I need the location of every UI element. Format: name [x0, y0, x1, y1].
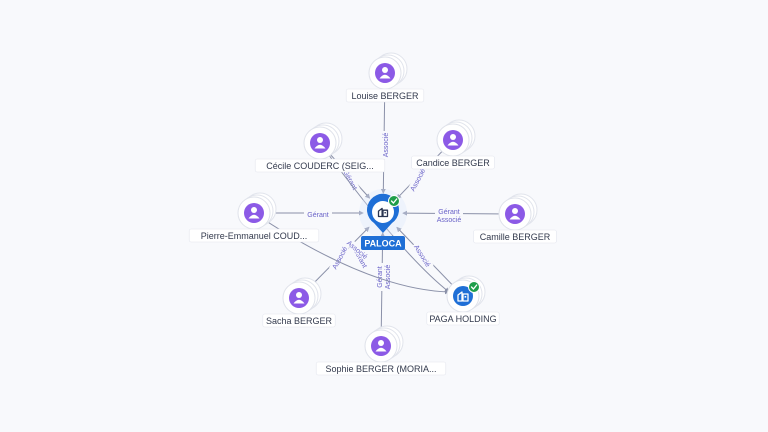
center-label: PALOCA — [364, 239, 402, 249]
nodes-layer: Louise BERGER Cécile COUDERC (SEIG... Cand… — [188, 52, 557, 376]
edge-label: Gérant — [438, 209, 459, 216]
node-label-bg — [254, 158, 386, 173]
person-icon — [375, 63, 395, 83]
building-icon — [377, 207, 389, 218]
edge-label-bg — [329, 243, 350, 272]
verified-check-icon — [468, 281, 480, 293]
edge-label: Associé — [385, 265, 392, 290]
edge-label: Gérant — [377, 266, 384, 287]
person-icon — [443, 130, 463, 150]
edge-label-bg — [340, 165, 361, 194]
node-label: Pierre-Emmanuel COUD... — [201, 231, 308, 241]
person-icon — [244, 203, 264, 223]
person-icon — [310, 133, 330, 153]
node-label-bg — [411, 155, 495, 170]
node-camille[interactable]: Camille BERGER — [473, 193, 557, 244]
edge-label-bg — [304, 210, 332, 218]
node-label-bg — [426, 311, 500, 326]
center-label-bg — [361, 236, 405, 250]
node-pierre[interactable]: Pierre-Emmanuel COUD... — [188, 192, 320, 243]
edge-label: Associé — [383, 133, 390, 158]
node-label-bg — [345, 88, 425, 103]
node-sacha[interactable]: Sacha BERGER — [262, 277, 336, 328]
edge-label-bg — [375, 263, 383, 291]
verified-check-icon — [388, 195, 400, 207]
edge-label-bg — [407, 165, 428, 194]
person-icon — [505, 204, 525, 224]
edge-label-bg — [344, 237, 371, 262]
node-label: Louise BERGER — [351, 91, 419, 101]
node-label-bg — [473, 229, 557, 244]
node-label-bg — [188, 228, 320, 243]
node-label: PAGA HOLDING — [429, 314, 496, 324]
node-center[interactable]: PALOCA — [359, 189, 407, 250]
edge-label-bg — [435, 207, 463, 215]
node-label: Camille BERGER — [480, 232, 551, 242]
edge-label-bg — [412, 241, 434, 270]
node-louise[interactable]: Louise BERGER — [345, 52, 425, 103]
node-label: Sacha BERGER — [266, 316, 333, 326]
edge-label-bg — [381, 131, 389, 159]
node-label-bg — [315, 361, 447, 376]
node-cecile[interactable]: Cécile COUDERC (SEIG... — [254, 122, 386, 173]
edge-label: Gérant — [307, 212, 328, 219]
person-icon — [289, 288, 309, 308]
node-label: Candice BERGER — [416, 158, 490, 168]
building-icon — [457, 291, 469, 302]
node-sophie[interactable]: Sophie BERGER (MORIA... — [315, 325, 447, 376]
node-candice[interactable]: Candice BERGER — [411, 119, 495, 170]
edge-label-bg — [435, 215, 463, 223]
person-icon — [371, 336, 391, 356]
node-label: Cécile COUDERC (SEIG... — [266, 161, 374, 171]
node-label: Sophie BERGER (MORIA... — [325, 364, 436, 374]
edge-label: Associé — [437, 217, 462, 224]
edge-label-bg — [383, 263, 391, 291]
node-paga[interactable]: PAGA HOLDING — [426, 275, 500, 326]
node-label-bg — [262, 313, 336, 328]
